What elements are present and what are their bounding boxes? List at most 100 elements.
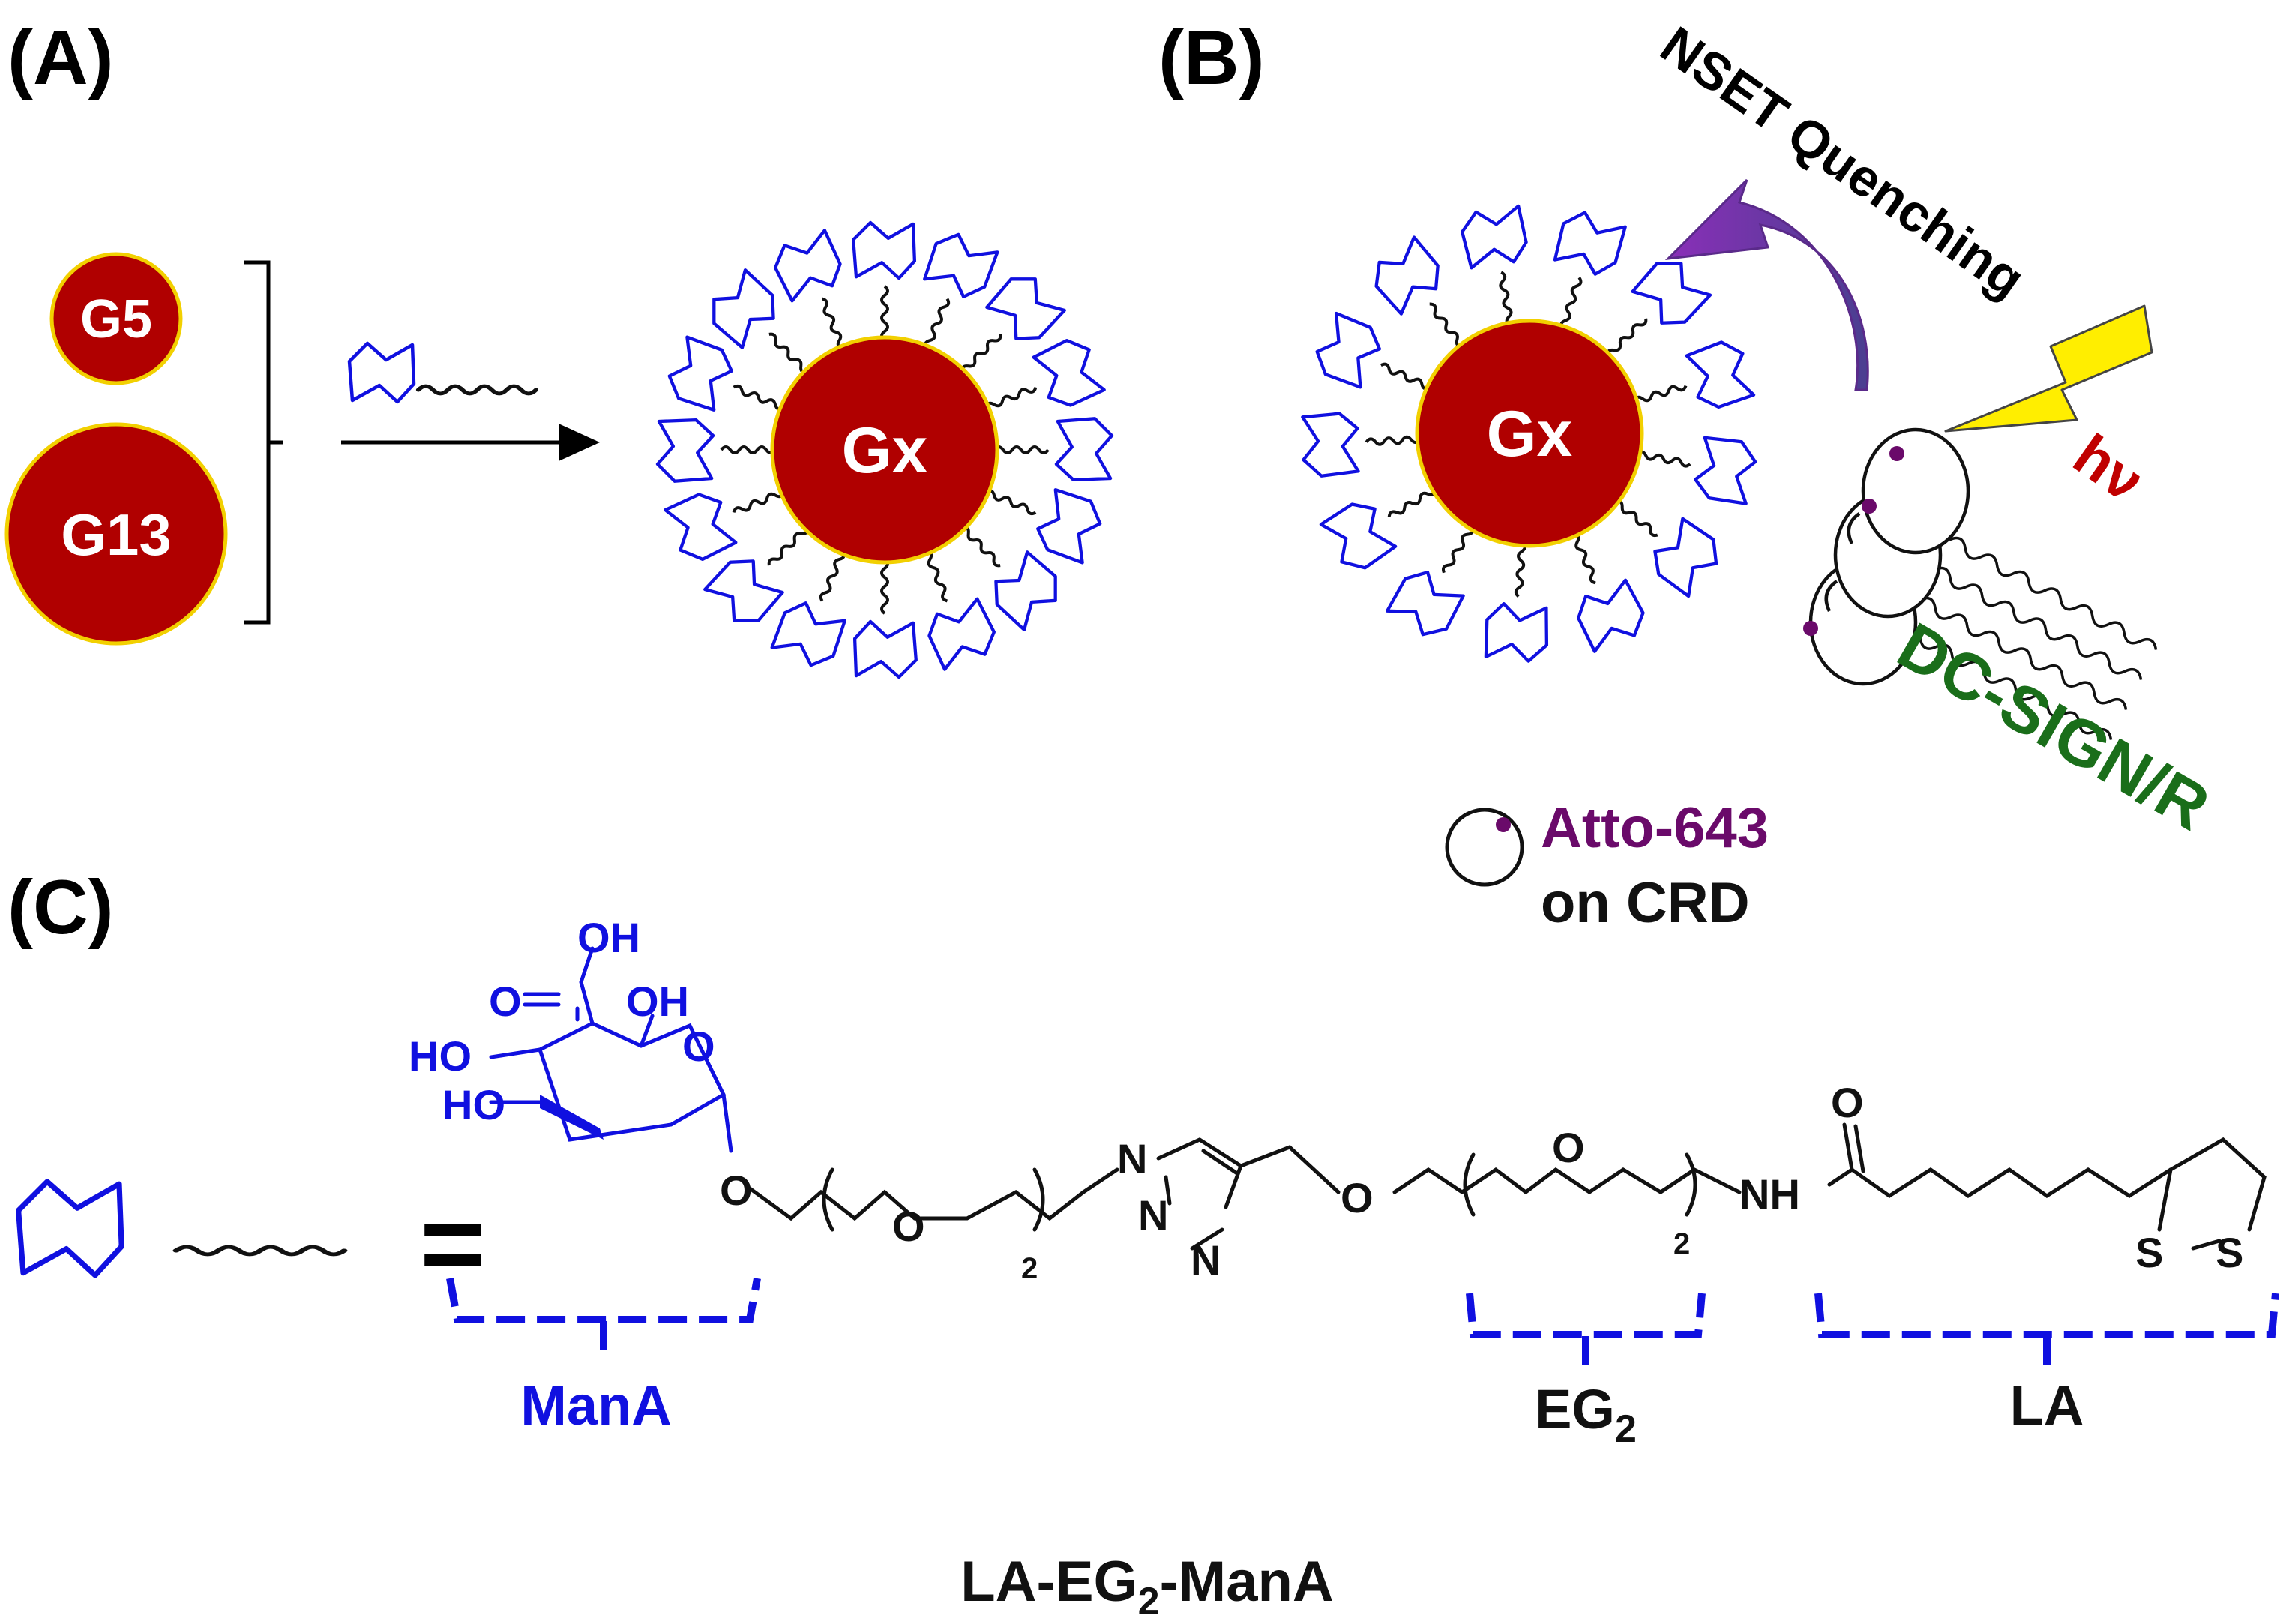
ligand-linker <box>768 332 808 374</box>
particle-gx-a: Gx <box>770 335 999 565</box>
ligand <box>1310 312 1431 391</box>
ligand <box>923 549 1001 671</box>
ligand <box>770 550 848 672</box>
ligand-sugar-icon <box>1310 312 1386 391</box>
ligand-linker <box>960 334 1002 373</box>
ligand <box>1319 489 1437 577</box>
atto-dye-dots <box>1803 446 1904 636</box>
atom-ho-1: HO <box>409 1032 472 1080</box>
ring-wedge <box>540 1095 604 1140</box>
ligand <box>702 268 808 374</box>
ligand-sugar-icon <box>663 335 738 413</box>
chemical-structure: OH O OH O HO HO <box>409 914 2267 1285</box>
ligand-linker <box>1380 362 1431 391</box>
ligand-sugar-icon <box>1552 208 1627 279</box>
ligand-linker <box>984 386 1038 409</box>
ligand-linker <box>1365 435 1422 446</box>
ligand-linker <box>1605 318 1648 357</box>
ligand-sugar-icon <box>1386 564 1467 643</box>
ligand-linker <box>767 526 809 566</box>
panel-label-c: (C) <box>7 864 114 950</box>
bracket <box>244 260 283 625</box>
particle-g13-label: G13 <box>61 502 171 568</box>
ligand <box>1552 208 1627 331</box>
ligand <box>1632 337 1756 412</box>
atom-o-amide: O <box>1831 1079 1864 1126</box>
ligand-sugar-icon <box>853 223 915 278</box>
ligand-icon-a <box>349 343 536 402</box>
ligand-sugar-icon <box>702 268 784 351</box>
ligand-sugar-icon <box>1692 435 1758 505</box>
ligand-linker <box>924 298 951 350</box>
ligand <box>1614 499 1727 598</box>
ligand-sugar-icon <box>1459 205 1529 270</box>
compound-name-sub: 2 <box>1138 1580 1160 1620</box>
atom-o-acid: O <box>489 978 522 1025</box>
ligand-sugar-icon <box>703 550 786 633</box>
ligand-sugar-icon <box>768 229 846 304</box>
ligand <box>1605 251 1712 357</box>
label-mana: ManA <box>520 1374 671 1437</box>
atom-ho-2: HO <box>442 1081 505 1128</box>
ligand <box>984 334 1106 412</box>
ligand <box>1366 235 1463 349</box>
segment-brackets <box>446 1278 2279 1338</box>
ligand-icon-c <box>19 1182 344 1275</box>
functionalized-particle-b <box>1301 205 1758 662</box>
ligand-linker <box>961 526 1001 568</box>
particle-gx-b: Gx <box>1415 319 1644 548</box>
label-la: LA <box>2010 1374 2084 1437</box>
atom-o-ring: O <box>682 1023 715 1070</box>
ligand <box>921 228 999 350</box>
quench-label: NSET Quenching <box>1650 15 2035 309</box>
functionalized-particle-a <box>658 223 1112 677</box>
linker-bonds <box>748 1122 2267 1251</box>
ligand-sugar-icon <box>923 596 1001 671</box>
receptor-label: DC-SIGN/R <box>1886 608 2222 845</box>
ligand-linker <box>720 445 777 454</box>
ligand-sugar-icon <box>1031 334 1106 412</box>
ligand-linker <box>880 285 889 342</box>
ligand <box>663 335 785 413</box>
atom-n2: N <box>1138 1191 1168 1239</box>
atom-o-glycosidic: O <box>720 1167 753 1214</box>
ligand-linker <box>984 489 1037 516</box>
atom-n1: N <box>1117 1135 1147 1182</box>
atom-nh: NH <box>1739 1170 1800 1218</box>
legend-on-label: on CRD <box>1541 871 1750 935</box>
label-eg2-main: EG <box>1535 1378 1615 1440</box>
ligand <box>1571 532 1649 653</box>
ligand-sugar-icon <box>984 267 1066 349</box>
mannuronic-acid-bonds <box>489 946 733 1153</box>
particle-g5-label: G5 <box>80 289 152 349</box>
atom-o-eg1: O <box>892 1203 925 1250</box>
atom-s2: S <box>2216 1229 2243 1276</box>
dc-sign-receptor <box>1803 427 2158 740</box>
ligand-linker <box>1573 532 1596 585</box>
label-eg2: EG2 <box>1535 1378 1637 1451</box>
ligand-linker <box>733 384 785 411</box>
ligand-sugar-icon <box>1630 251 1712 334</box>
ligand-sugar-icon <box>1485 603 1549 662</box>
ligand-sugar-icon <box>1301 412 1359 477</box>
bracket-mana <box>446 1278 761 1323</box>
ligand-sugar-icon <box>658 420 713 481</box>
ligand-linker <box>1387 489 1437 517</box>
ligand-sugar-icon <box>770 597 848 672</box>
atom-oh-acid: OH <box>577 914 640 961</box>
crd-legend-icon <box>1445 808 1524 887</box>
ligand-sugar-icon <box>664 488 739 566</box>
ligand-sugar-icon <box>1571 577 1650 653</box>
ligand-linker <box>1559 277 1583 331</box>
ligand <box>1301 412 1422 477</box>
ligand <box>658 420 777 481</box>
hv-label: hν <box>2062 421 2156 514</box>
atom-n3: N <box>1191 1236 1221 1284</box>
legend-dye-label: Atto-643 <box>1541 796 1769 860</box>
ligand-sugar-icon <box>985 549 1068 631</box>
ligand-sugar-icon <box>1645 516 1727 598</box>
sub-2b: 2 <box>1673 1227 1690 1260</box>
ligand-linker <box>1499 271 1513 328</box>
bracket-la <box>1814 1293 2279 1338</box>
atom-o-eg2: O <box>1552 1124 1585 1171</box>
